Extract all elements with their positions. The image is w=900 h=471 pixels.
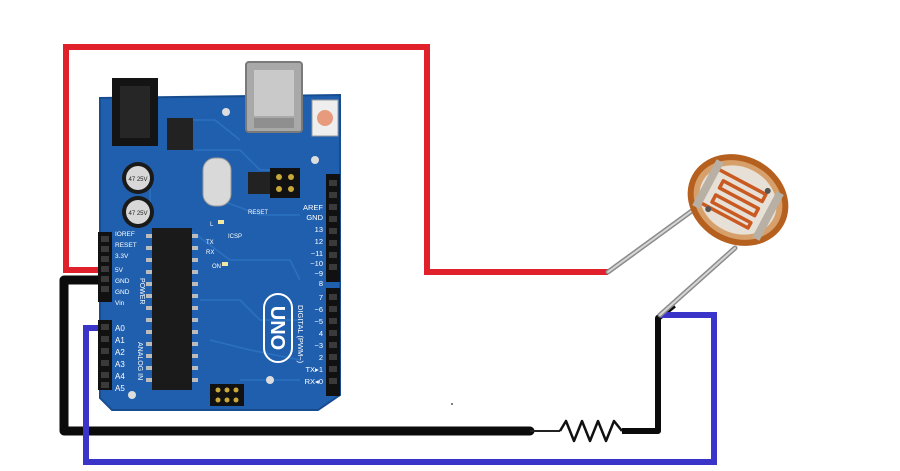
capacitor-2: 47 25V (122, 196, 154, 228)
reset-silk-label: RESET (248, 210, 268, 216)
digital-header-label: DIGITAL (PWM~) (296, 305, 305, 364)
pin-label-d6: ~6 (314, 305, 323, 314)
analog-pin-labels: A0 A1 A2 A3 A4 A5 (115, 324, 125, 393)
capacitor-1-label: 47 25V (128, 177, 147, 183)
status-led-on (222, 262, 228, 266)
resistor-icon (558, 419, 623, 443)
capacitor-2-label: 47 25V (128, 211, 147, 217)
ground-wire-left (59, 275, 535, 436)
pin-label-vin: Vin (115, 300, 125, 307)
rx-silk-label: RX (206, 250, 214, 256)
pin-label-gnd-top: GND (306, 213, 323, 222)
photoresistor-icon (605, 154, 789, 318)
digital-header (326, 174, 340, 396)
pin-label-d10: ~10 (310, 259, 323, 268)
reset-button (311, 99, 339, 137)
pin-label-reset: RESET (115, 242, 137, 249)
uno-logo: UNO (263, 293, 293, 363)
pin-label-d0: RX◂0 (305, 377, 323, 386)
l-silk-label: L (210, 222, 214, 228)
usb-connector (245, 61, 303, 133)
pin-label-ioref: IOREF (115, 231, 135, 238)
pin-label-d13: 13 (315, 225, 323, 234)
pin-label-3v3: 3.3V (115, 253, 129, 260)
pin-label-d8: 8 (319, 279, 323, 288)
pin-label-gnd-2: GND (115, 289, 130, 296)
pin-label-a2: A2 (115, 348, 125, 357)
pin-label-d2: 2 (319, 353, 323, 362)
digital-pin-labels: AREF GND 13 12 ~11 ~10 ~9 8 7 ~6 ~5 4 ~3… (303, 203, 324, 386)
analog-header-label: ANALOG IN (136, 342, 143, 380)
power-analog-header (98, 232, 112, 390)
analog-wire (83, 312, 717, 465)
on-silk-label: ON (212, 264, 221, 270)
svg-text:UNO: UNO (266, 306, 288, 350)
pin-label-aref: AREF (303, 203, 323, 212)
usb-interface-chip (248, 172, 270, 194)
pin-label-d5: ~5 (314, 317, 323, 326)
crystal-oscillator (202, 157, 232, 207)
icsp-silk-label: ICSP (228, 234, 242, 240)
pin-label-a1: A1 (115, 336, 125, 345)
pin-label-d4: 4 (319, 329, 323, 338)
pin-label-d11: ~11 (311, 249, 323, 258)
dc-power-jack (112, 78, 158, 146)
pin-label-d1: TX▸1 (305, 365, 323, 374)
pin-label-d9: ~9 (314, 269, 323, 278)
icsp-header-bottom (210, 384, 244, 406)
pin-label-a3: A3 (115, 360, 125, 369)
capacitor-1: 47 25V (122, 162, 154, 194)
wires (59, 44, 717, 465)
icsp-header-top (270, 168, 300, 198)
speck (451, 403, 453, 405)
pin-label-a0: A0 (115, 324, 125, 333)
power-header-label: POWER (138, 278, 145, 304)
pin-label-d12: 12 (315, 237, 323, 246)
five-volt-wire (63, 44, 608, 275)
ground-wire-resistor-lead-right (622, 302, 676, 434)
pin-label-a4: A4 (115, 372, 125, 381)
pin-label-d7: 7 (319, 293, 323, 302)
pin-label-a5: A5 (115, 384, 125, 393)
microcontroller-chip (146, 228, 198, 390)
status-led-l (218, 220, 224, 224)
pin-label-5v: 5V (115, 267, 124, 274)
voltage-regulator (167, 118, 193, 150)
pin-label-d3: ~3 (314, 341, 323, 350)
tx-silk-label: TX (206, 240, 214, 246)
arduino-uno-board: 47 25V 47 25V (98, 61, 341, 411)
power-pin-labels: IOREF RESET 3.3V 5V GND GND Vin (115, 231, 137, 307)
pin-label-gnd-1: GND (115, 278, 130, 285)
